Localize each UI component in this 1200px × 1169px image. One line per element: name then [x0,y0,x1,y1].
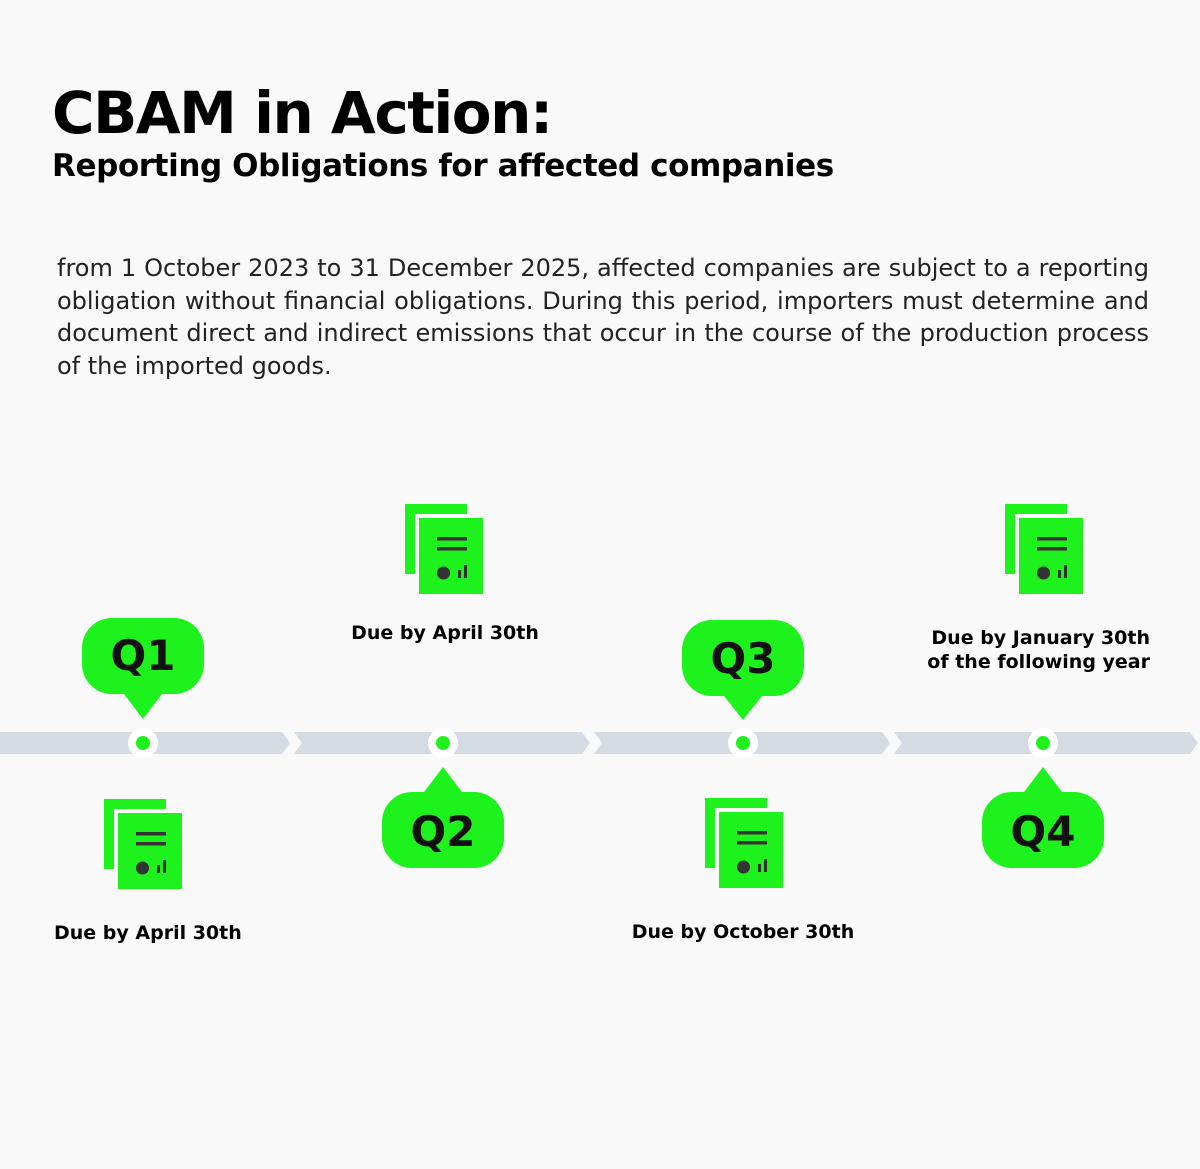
report-document-icon [405,504,483,594]
quarter-label-q1: Q1 [111,631,176,680]
report-document-icon [705,798,783,888]
quarter-label-q3: Q3 [711,634,776,683]
quarter-label-q2: Q2 [411,807,476,856]
due-label-q4: Due by January 30th of the following yea… [927,626,1150,674]
report-document-icon [1005,504,1083,594]
quarter-badge-q4: Q4 [982,767,1104,868]
quarter-badge-q3: Q3 [682,620,804,720]
due-label-q4-line2: of the following year [927,651,1150,673]
page-subtitle: Reporting Obligations for affected compa… [52,148,834,184]
due-label-q3: Due by October 30th [631,921,855,943]
due-label-q1: Due by April 30th [54,922,242,944]
quarter-badge-q1: Q1 [82,618,204,719]
quarter-label-q4: Q4 [1011,807,1076,856]
page-title: CBAM in Action: [52,79,553,147]
timeline-track [0,732,1198,754]
due-label-q2: Due by April 30th [351,622,539,644]
intro-paragraph: from 1 October 2023 to 31 December 2025,… [57,254,1149,380]
quarter-badge-q2: Q2 [382,767,504,868]
report-document-icon [104,799,182,889]
due-label-q4-line1: Due by January 30th [931,627,1150,649]
timeline-dots [128,728,1058,758]
